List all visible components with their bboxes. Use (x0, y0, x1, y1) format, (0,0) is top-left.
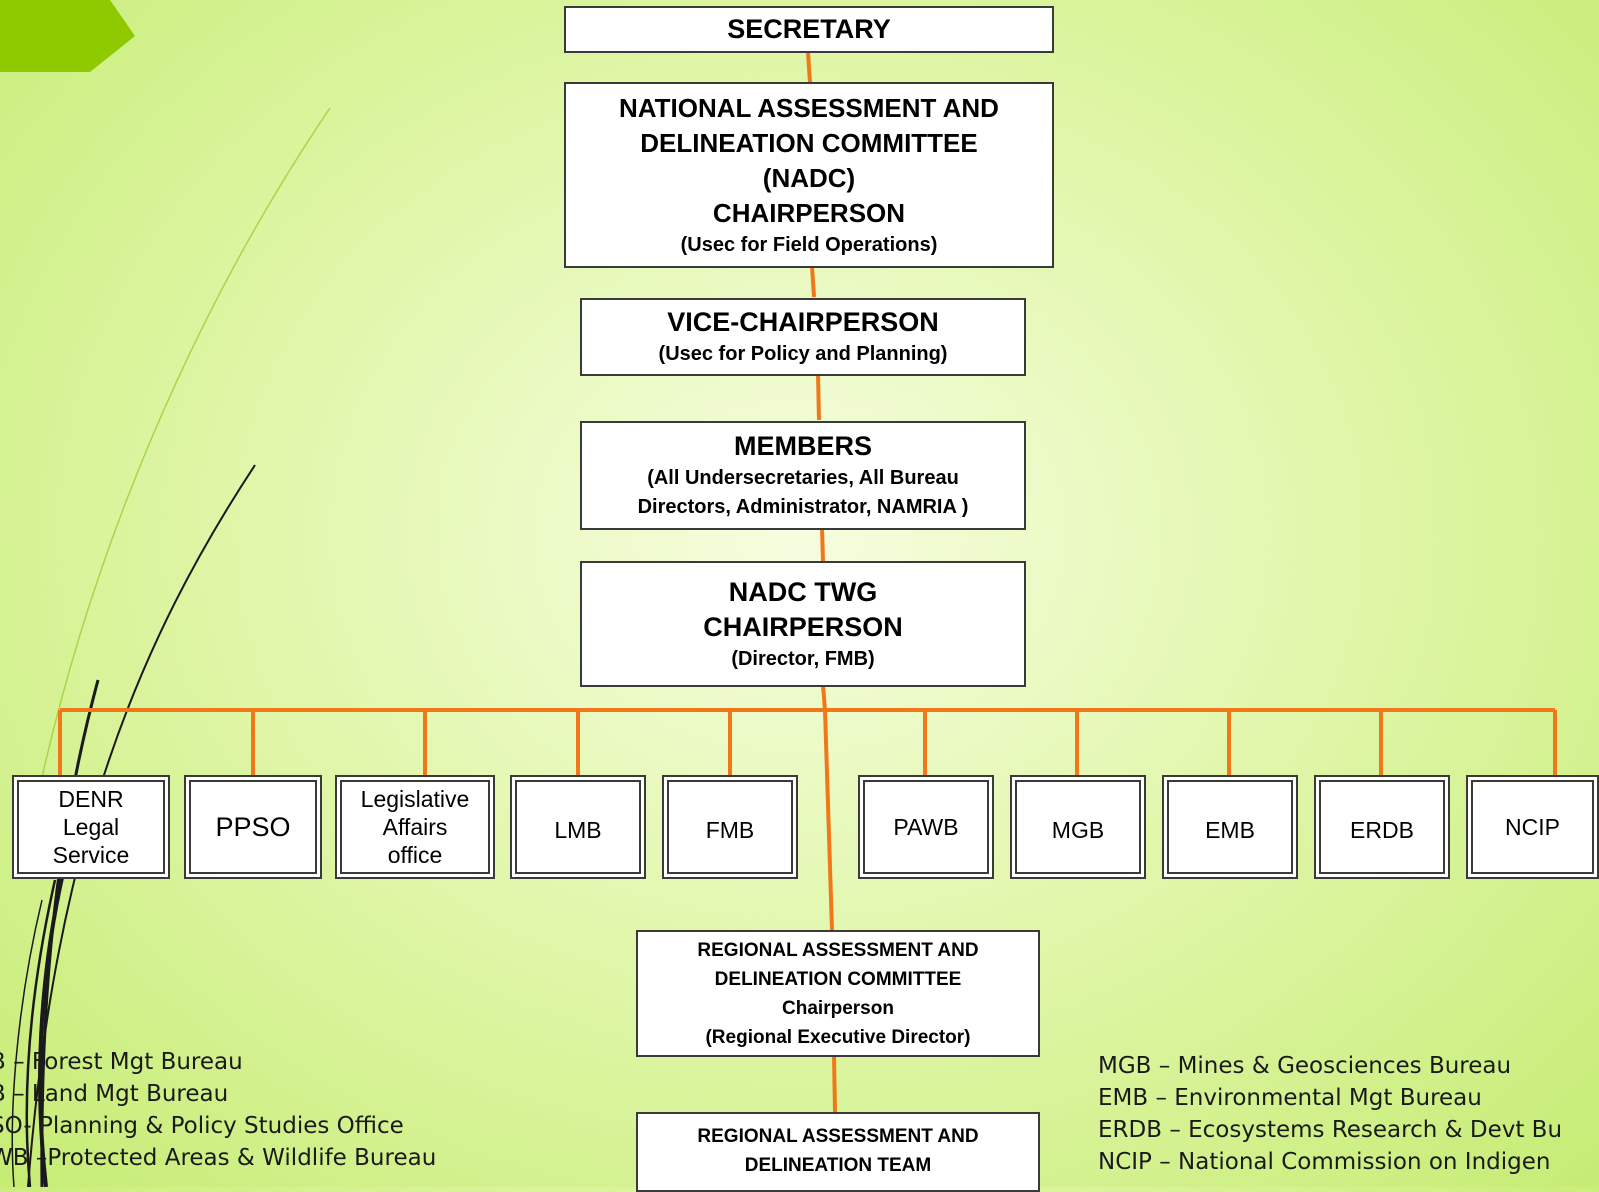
black-swoosh-line (25, 879, 57, 1187)
legend-entry: ERDB – Ecosystems Research & Devt Bu (1098, 1117, 1563, 1143)
legend-entry: MGB – Mines & Geosciences Bureau (1098, 1053, 1512, 1079)
legend-entry: B – Forest Mgt Bureau (0, 1049, 243, 1075)
legend-entry: SO- Planning & Policy Studies Office (0, 1113, 404, 1139)
department-box-fmb: FMB (662, 775, 798, 879)
black-swoosh-line (38, 859, 68, 1187)
regional-team-line: DELINEATION TEAM (744, 1155, 932, 1176)
abbreviation-legend-left: B – Forest Mgt Bureau B – Land Mgt Burea… (0, 1046, 436, 1174)
members-box: MEMBERS (All Undersecretaries, All Burea… (580, 421, 1026, 530)
twg-role-detail: (Director, FMB) (731, 647, 875, 670)
members-detail: Directors, Administrator, NAMRIA ) (637, 496, 969, 518)
department-label: EMB (1205, 817, 1255, 843)
vice-chairperson-box: VICE-CHAIRPERSON (Usec for Policy and Pl… (580, 298, 1026, 376)
legend-entry: B – Land Mgt Bureau (0, 1081, 229, 1107)
connector-line (816, 372, 821, 421)
department-label: Service (52, 842, 130, 868)
background-curve (24, 107, 331, 861)
nadc-role: CHAIRPERSON (712, 197, 906, 228)
connector-line (820, 526, 825, 563)
department-label: FMB (705, 817, 755, 843)
department-label: Legal (62, 814, 120, 840)
vice-chairperson-detail: (Usec for Policy and Planning) (658, 343, 948, 365)
vice-chairperson-title: VICE-CHAIRPERSON (667, 307, 939, 337)
regional-trunk-line (823, 709, 834, 931)
secretary-title: SECRETARY (727, 14, 891, 44)
department-label: MGB (1051, 817, 1105, 843)
twg-chairperson-box: NADC TWG CHAIRPERSON (Director, FMB) (580, 561, 1026, 687)
department-box-mgb: MGB (1010, 775, 1146, 879)
department-label: NCIP (1505, 814, 1560, 840)
nadc-title-line: (NADC) (762, 162, 856, 193)
department-box-ppso: PPSO (184, 775, 322, 879)
connector-line (810, 265, 816, 298)
legend-entry: WB –Protected Areas & Wildlife Bureau (0, 1145, 437, 1171)
department-label: office (387, 842, 443, 868)
regional-team-line: REGIONAL ASSESSMENT AND (697, 1126, 979, 1147)
department-label: ERDB (1350, 817, 1414, 843)
twg-title: NADC TWG (728, 576, 878, 607)
department-label: Legislative (360, 786, 470, 812)
legend-entry: NCIP – National Commission on Indigen (1098, 1149, 1551, 1175)
regional-committee-role-detail: (Regional Executive Director) (705, 1026, 971, 1048)
legend-entry: EMB – Environmental Mgt Bureau (1098, 1085, 1482, 1111)
nadc-role-detail: (Usec for Field Operations) (680, 233, 938, 256)
members-title: MEMBERS (733, 431, 872, 461)
connector-line (806, 51, 812, 84)
secretary-box: SECRETARY (564, 6, 1054, 53)
corner-arrow-shape (0, 0, 135, 72)
regional-team-box: REGIONAL ASSESSMENT AND DELINEATION TEAM (636, 1112, 1040, 1192)
nadc-chairperson-box: NATIONAL ASSESSMENT AND DELINEATION COMM… (564, 82, 1054, 268)
department-label: LMB (554, 817, 602, 843)
department-label: DENR (58, 786, 124, 812)
department-box-ncip: NCIP (1466, 775, 1599, 879)
connector-line (821, 684, 827, 711)
department-box-pawb: PAWB (858, 775, 994, 879)
regional-committee-role: Chairperson (782, 997, 894, 1019)
department-box-legislative: Legislative Affairs office (335, 775, 495, 879)
department-box-erdb: ERDB (1314, 775, 1450, 879)
department-label: Affairs (382, 814, 448, 840)
twg-role: CHAIRPERSON (703, 611, 903, 642)
department-label: PPSO (215, 812, 291, 842)
regional-committee-line: REGIONAL ASSESSMENT AND (697, 939, 979, 961)
connector-line (832, 1054, 837, 1113)
members-detail: (All Undersecretaries, All Bureau (647, 467, 959, 489)
nadc-title-line: NATIONAL ASSESSMENT AND (619, 92, 999, 123)
regional-committee-box: REGIONAL ASSESSMENT AND DELINEATION COMM… (636, 930, 1040, 1057)
department-label: PAWB (893, 814, 959, 840)
department-box-emb: EMB (1162, 775, 1298, 879)
abbreviation-legend-right: MGB – Mines & Geosciences Bureau EMB – E… (1098, 1050, 1562, 1178)
nadc-title-line: DELINEATION COMMITTEE (640, 127, 978, 158)
regional-committee-line: DELINEATION COMMITTEE (714, 968, 962, 990)
department-box-lmb: LMB (510, 775, 646, 879)
department-box-denr-legal: DENR Legal Service (12, 775, 170, 879)
black-swoosh-line (11, 899, 43, 1187)
